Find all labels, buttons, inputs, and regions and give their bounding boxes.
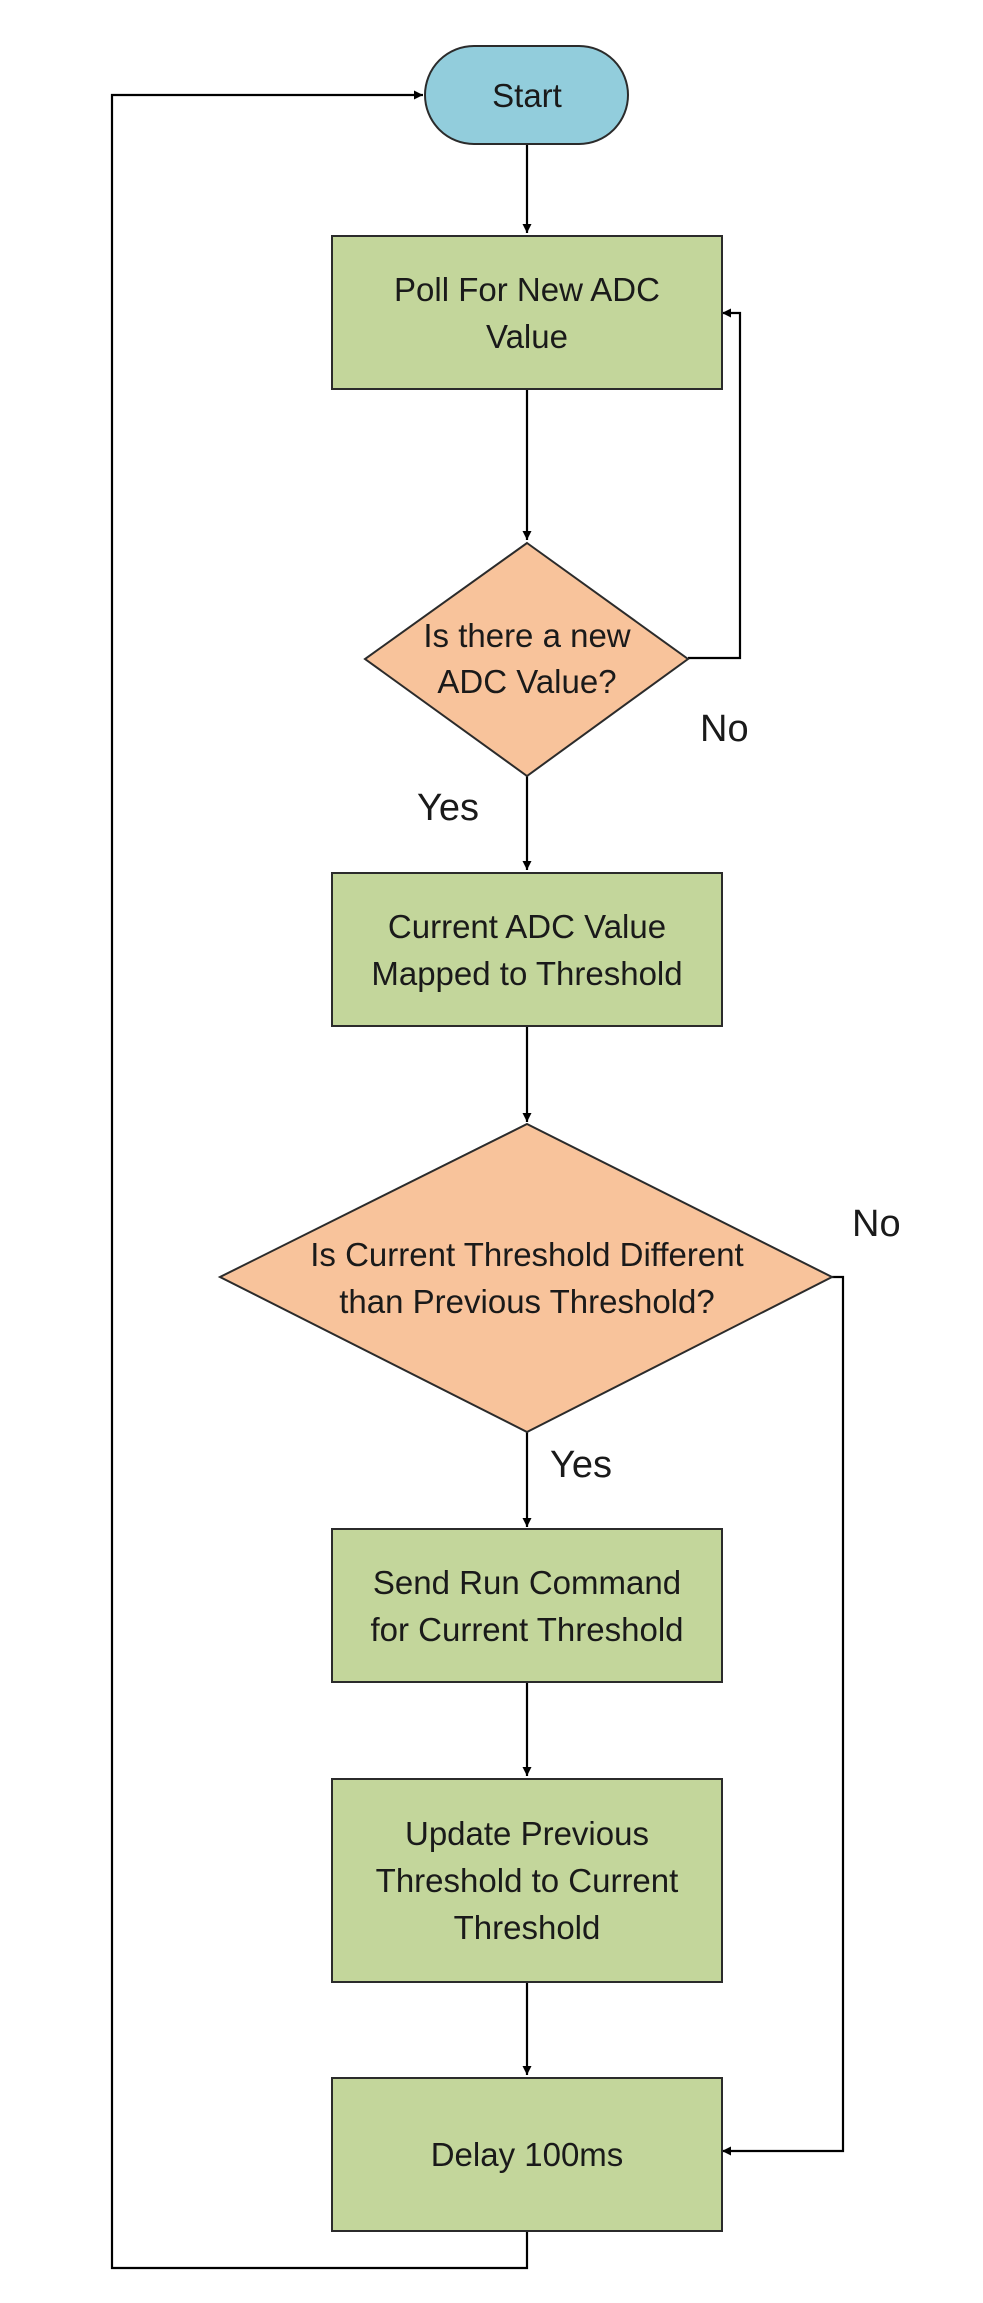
diff-label-line-2: than Previous Threshold? (339, 1283, 714, 1320)
new-adc-yes-label: Yes (417, 787, 479, 829)
connectors (110, 90, 845, 2270)
send-label-line-2: for Current Threshold (370, 1611, 683, 1648)
update-label-line-3: Threshold (454, 1909, 601, 1946)
delay-label: Delay 100ms (431, 2136, 624, 2173)
node-labels: Start Poll For New ADC Value Is there a … (310, 77, 743, 2173)
edge-new-adc-no-loop (688, 308, 742, 660)
diff-no-label: No (852, 1203, 901, 1245)
shapes (217, 45, 835, 2232)
new-adc-decision (363, 541, 690, 778)
poll-label-line-2: Value (486, 318, 568, 355)
diff-yes-label: Yes (550, 1444, 612, 1486)
send-label-line-1: Send Run Command (373, 1564, 681, 1601)
diff-label-line-1: Is Current Threshold Different (310, 1236, 743, 1273)
poll-label-line-1: Poll For New ADC (394, 271, 660, 308)
new-adc-no-label: No (700, 708, 749, 750)
map-label-line-2: Mapped to Threshold (371, 955, 682, 992)
delay-process (331, 2077, 723, 2232)
poll-process (331, 235, 723, 390)
update-process (331, 1778, 723, 1983)
update-label-line-2: Threshold to Current (376, 1862, 679, 1899)
edge-diff-no (722, 1275, 845, 2156)
update-label-line-1: Update Previous (405, 1815, 649, 1852)
new-adc-label-line-1: Is there a new (423, 617, 630, 654)
edge-labels: No Yes No Yes (417, 708, 901, 1486)
start-terminator (424, 45, 629, 145)
map-label-line-1: Current ADC Value (388, 908, 666, 945)
edge-delay-loop-to-start (110, 90, 529, 2270)
send-process (331, 1528, 723, 1683)
map-process (331, 872, 723, 1027)
start-label: Start (492, 77, 562, 114)
diff-decision (217, 1122, 835, 1434)
new-adc-label-line-2: ADC Value? (437, 663, 616, 700)
